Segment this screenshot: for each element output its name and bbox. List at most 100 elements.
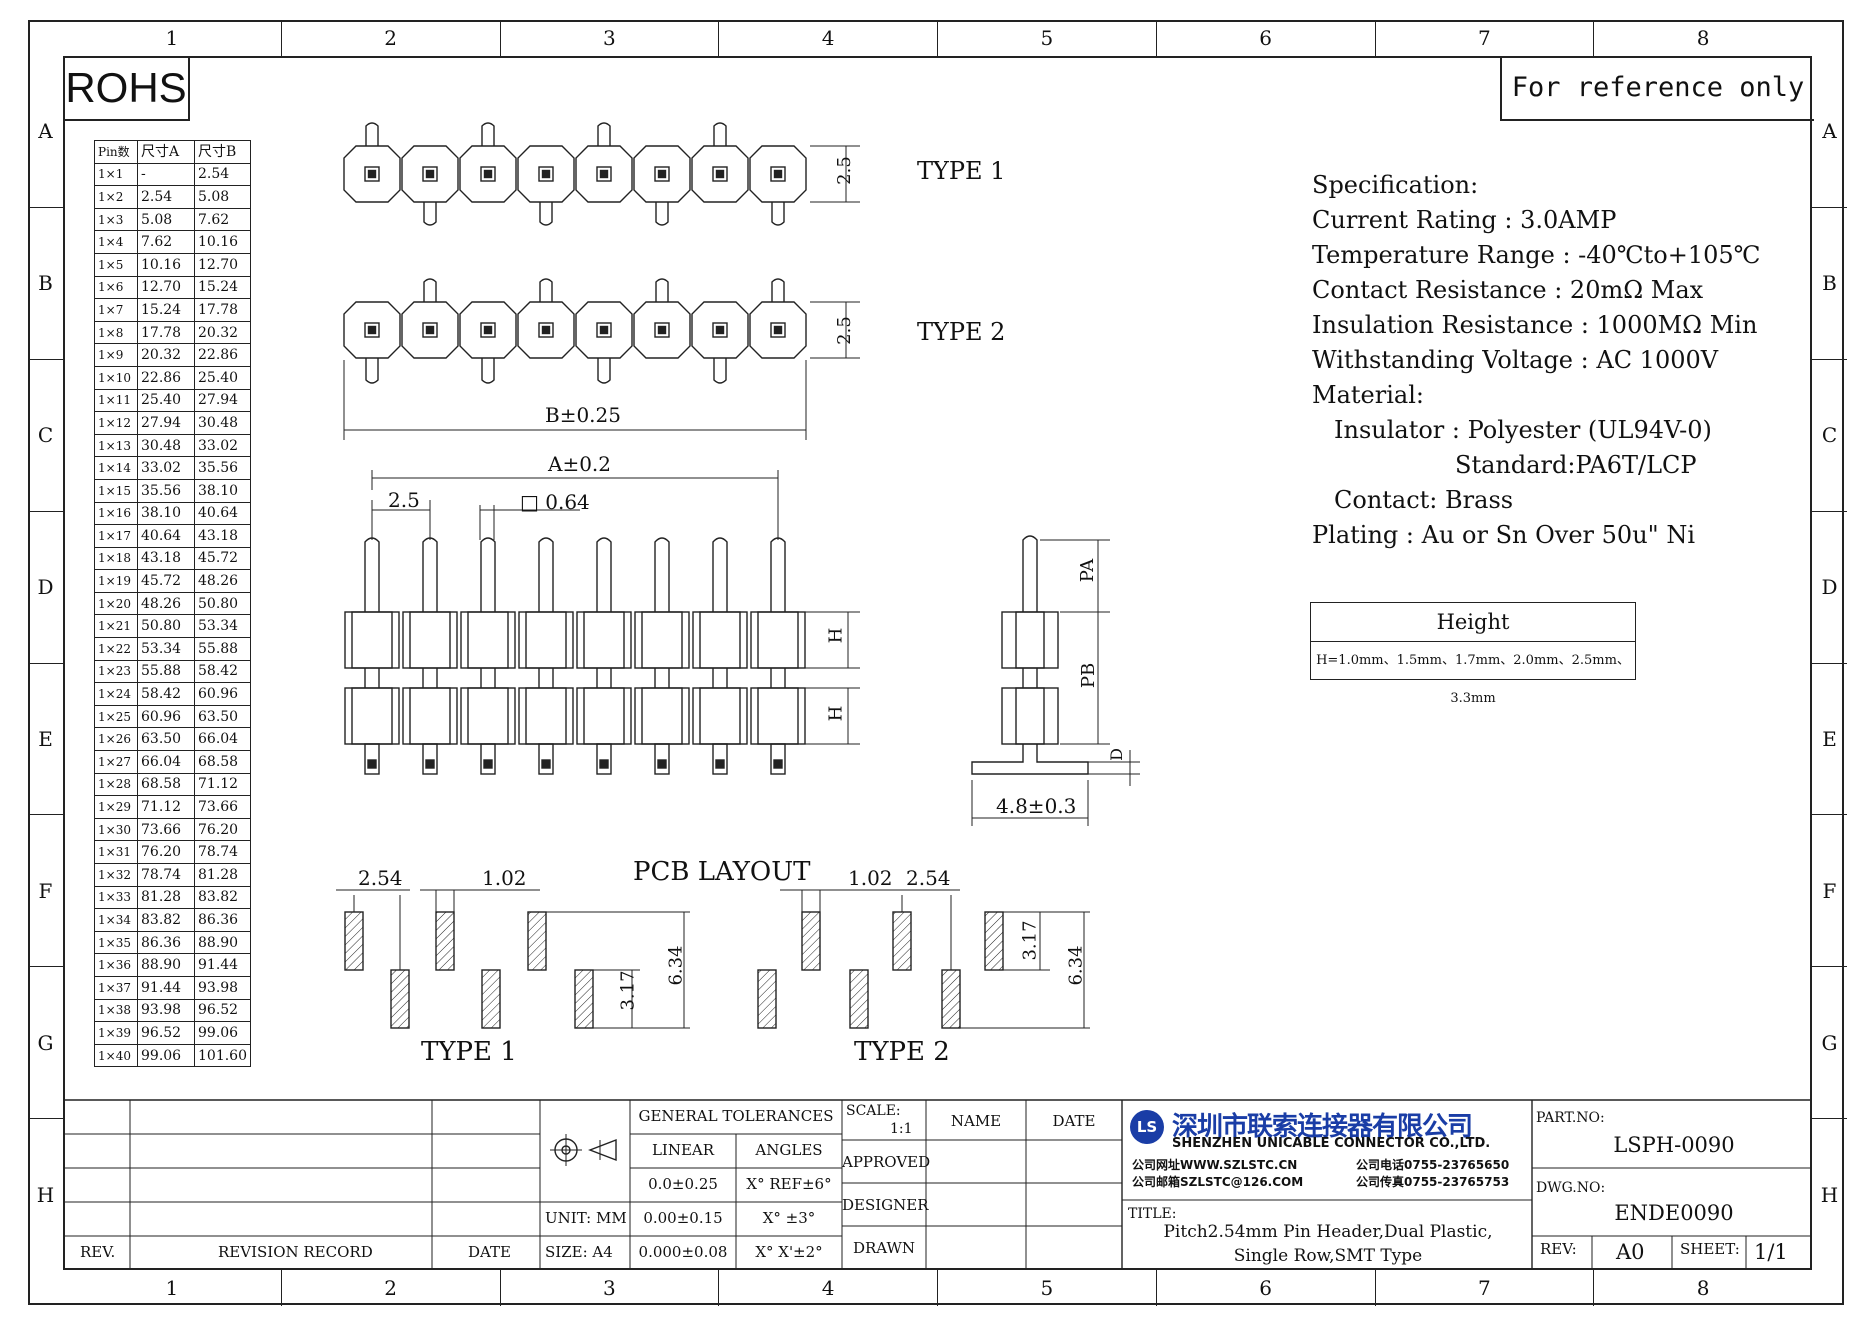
side-pin-top [1022,535,1038,612]
pin-square-inner [715,325,725,335]
side-insulator-lower [1001,687,1059,745]
pin-top [770,537,786,612]
dim-pb-label: PB [1078,662,1100,689]
pin-square-inner [773,325,783,335]
pin-square-inner [541,325,551,335]
dim-b-cell: 83.82 [194,885,251,910]
header-body-segment [459,145,517,203]
dim-b-cell: 27.94 [194,388,251,413]
insulator-upper-inner [467,611,509,669]
unit-label: UNIT: MM [545,1209,627,1227]
zone-row: A [1822,119,1837,144]
dim-a-cell: 35.56 [137,478,195,503]
tol-linear-2: 0.00±0.15 [643,1209,723,1227]
dim-b-cell: 22.86 [194,343,251,367]
pcb-span-label-2: 6.34 [1065,945,1087,986]
height-options-box: Height H=1.0mm、1.5mm、1.7mm、2.0mm、2.5mm、3… [1310,602,1636,706]
pin-bottom [480,743,496,775]
pcb-type2-label: TYPE 2 [854,1037,950,1067]
dim-b-cell: 71.12 [194,772,251,797]
zone-col: 1 [165,1276,179,1300]
dim-b-cell: 101.60 [194,1043,251,1068]
pin-count-cell: 1×21 [94,614,138,639]
pcb-pad [435,911,455,971]
zone-row: F [1812,814,1847,966]
pin-square-inner [599,325,609,335]
zone-row: B [1812,206,1847,359]
dim-a-cell: 60.96 [137,704,195,729]
insulator-upper-inner [409,611,451,669]
zone-col: 8 [1593,20,1812,56]
zone-col: 1 [165,26,179,50]
pin-square-inner [773,169,783,179]
header-body-segment [401,145,459,203]
pin-square [480,322,496,338]
zone-col: 4 [718,20,937,56]
rev-value: A0 [1616,1240,1645,1264]
date-column-header: DATE [468,1243,511,1261]
pin-count-cell: 1×26 [94,727,138,752]
pin-square [654,166,670,182]
pcb-pad [892,911,912,971]
pin-square [712,166,728,182]
pin-count-cell: 1×34 [94,908,138,932]
pcb-pad-label: 1.02 [482,866,527,890]
dim-h-label: H [825,627,847,644]
dim-a-cell: 15.24 [137,298,195,322]
header-body-segment [517,301,575,359]
scale-value: 1:1 [890,1121,913,1137]
pin-count-cell: 1×18 [94,546,138,571]
pin-bottom [770,743,786,775]
zone-row: D [28,510,63,663]
dim-a-cell: 20.32 [137,343,195,367]
pin-col-header: Pin数 [94,140,138,164]
spec-insulator: Insulator : Polyester (UL94V-0) [1334,416,1712,444]
pin-square-inner [367,169,377,179]
company-name-en: SHENZHEN UNICABLE CONNECTOR CO.,LTD. [1172,1136,1491,1151]
insulator-lower [344,687,400,745]
dim-height-label-2: 2.5 [833,316,855,345]
drawing-border [63,56,1812,1270]
title-line-2: Single Row,SMT Type [1233,1246,1423,1266]
pin-square-inner [657,169,667,179]
pin-square [712,322,728,338]
dim-b-cell: 68.58 [194,750,251,774]
insulator-upper-inner [583,611,625,669]
pin-bottom [596,743,612,775]
insulator-lower-inner [351,687,393,745]
dim-b-cell: 81.28 [194,863,251,887]
spec-material: Material: [1312,381,1424,409]
pin-square [422,322,438,338]
smt-lead [655,278,669,302]
smt-lead [481,358,495,384]
zone-col: 3 [499,20,719,56]
pin-table-header: Pin数 尺寸A 尺寸B [94,140,251,164]
dim-a-cell: 40.64 [137,524,195,548]
pin-square-inner [483,325,493,335]
pin-bottom-mark [657,759,667,769]
pin-bottom-mark [773,759,783,769]
specification-block: Specification: Current Rating : 3.0AMP T… [1312,168,1761,553]
zone-col: 5 [937,1270,1156,1306]
pcb-pad [574,969,594,1029]
pin-bottom-mark [599,759,609,769]
pin-count-cell: 1×36 [94,953,138,977]
rev-column-header: REV. [80,1243,116,1261]
insulator-lower-inner [699,687,741,745]
pin-count-cell: 1×39 [94,1021,138,1045]
insulator-lower [402,687,458,745]
pin-top [654,537,670,612]
type1-label: TYPE 1 [917,157,1006,185]
type2-label: TYPE 2 [917,318,1006,346]
dim-b-cell: 66.04 [194,727,251,752]
pin-bottom [654,743,670,775]
zone-row: H [1812,1118,1847,1270]
